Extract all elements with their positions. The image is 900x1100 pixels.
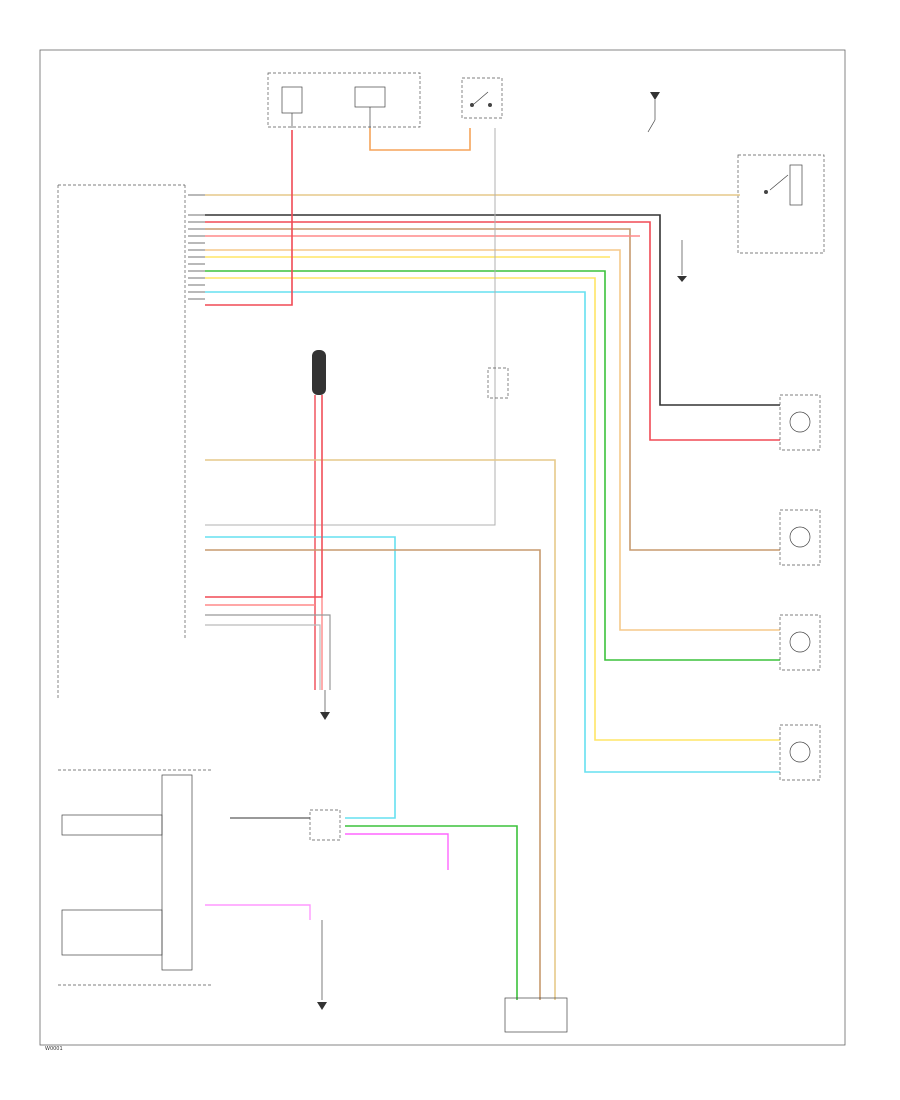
wire-tan-rf <box>205 249 780 631</box>
figure-code: W0001 <box>45 1046 63 1052</box>
wire-red-lr <box>205 221 780 441</box>
wire-gray-switch <box>205 128 496 526</box>
wire-brown-lower <box>205 549 541 1000</box>
wire-black-lr <box>205 214 780 406</box>
rf-wheel-sensor <box>779 614 821 671</box>
ground-top-right <box>647 92 660 133</box>
module-pin-ticks <box>188 194 205 300</box>
wire-red-battery <box>205 395 323 606</box>
diagram-frame <box>39 49 846 1046</box>
wire-red-fuse <box>205 130 293 306</box>
powertrain-control-module <box>504 997 568 1033</box>
wire-brown-rr <box>205 228 780 551</box>
wire-gray-ground <box>205 614 331 690</box>
lf-wheel-sensor <box>779 724 821 781</box>
body-control-module <box>58 769 212 986</box>
pcm-connector <box>309 809 341 841</box>
wire-cyan-lower <box>205 536 396 819</box>
traction-lamp-switch <box>737 154 825 254</box>
ground-lower <box>317 920 327 1010</box>
wire-tan-lower <box>205 459 556 1000</box>
lr-wheel-sensor <box>779 394 821 451</box>
wire-magenta-lower <box>205 833 449 920</box>
wire-yellow-lf <box>205 277 780 741</box>
wire-green-lower <box>345 825 518 1000</box>
brake-switch <box>461 77 503 119</box>
ground-indicator <box>677 240 687 282</box>
wire-cyan-lf <box>205 291 780 773</box>
wire-orange-fuse <box>369 128 471 151</box>
fuse-block <box>267 72 421 128</box>
rr-wheel-sensor <box>779 509 821 566</box>
data-link-connector <box>312 350 326 690</box>
wire-green-rf <box>205 270 780 661</box>
ebcm-module <box>57 184 186 700</box>
center-connector <box>487 367 509 399</box>
ground-connector <box>320 690 330 720</box>
